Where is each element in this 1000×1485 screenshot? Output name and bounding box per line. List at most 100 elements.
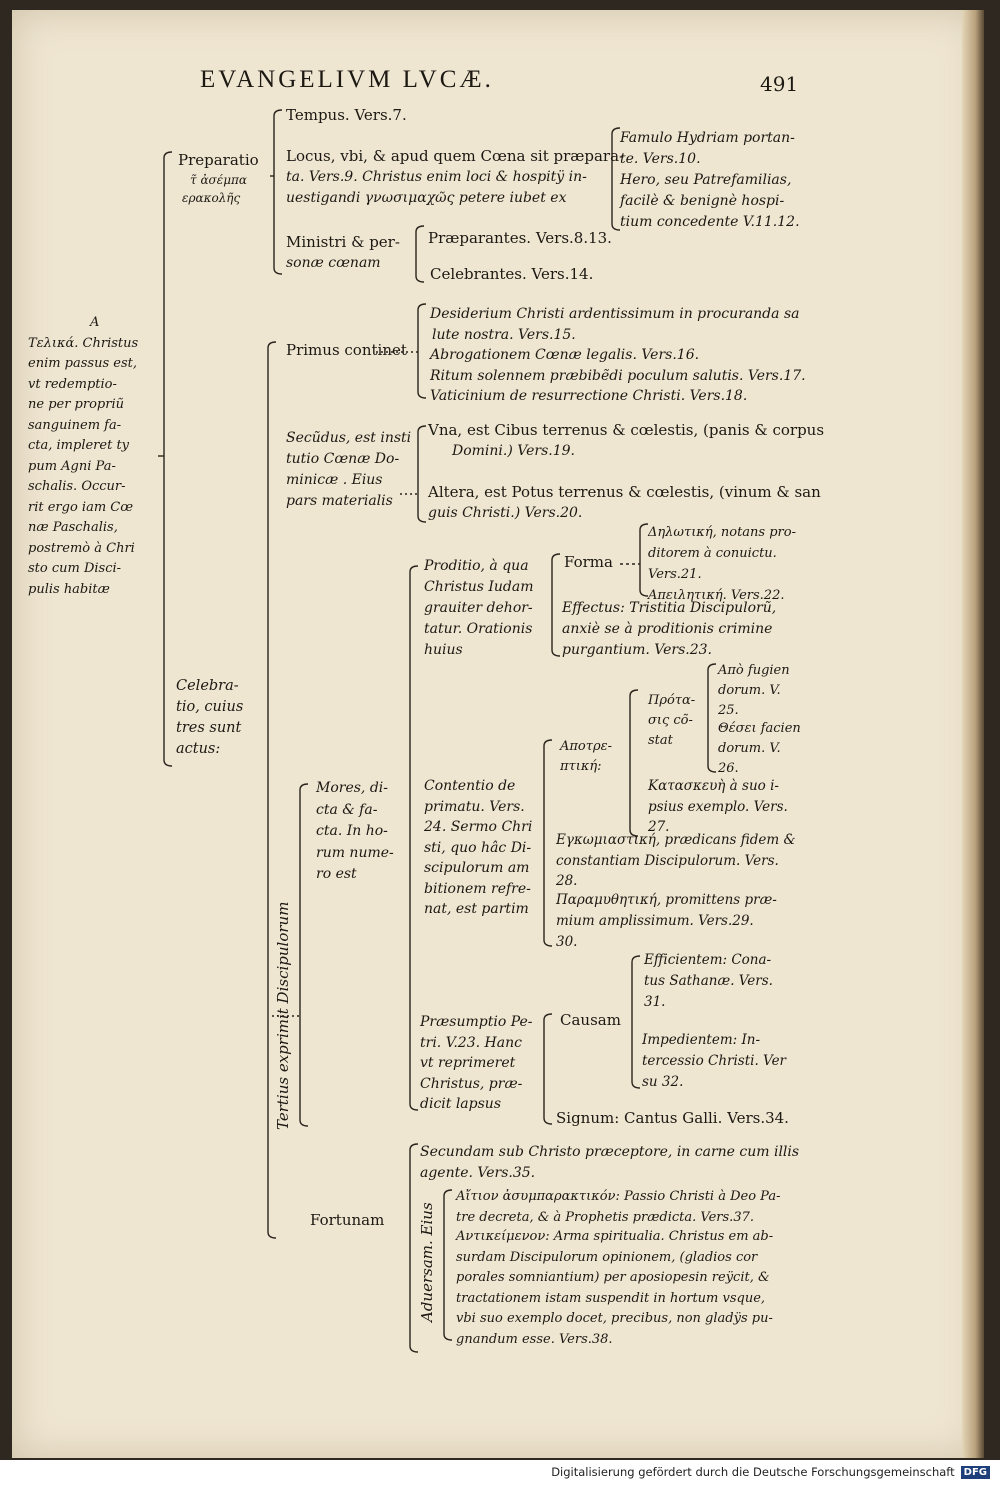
- contentio-line: scipulorum am: [424, 860, 530, 876]
- forma-line: Vers.21.: [648, 567, 702, 582]
- celebratio-line: tio, cuius: [176, 699, 244, 715]
- margin-line: cta, impleret ty: [28, 438, 130, 453]
- contentio-line: sti, quo hâc Di-: [424, 839, 532, 856]
- celebrantes: Celebrantes. Vers.14.: [430, 265, 594, 283]
- margin-line: sto cum Disci-: [28, 561, 122, 576]
- kataskeue-line: 27.: [648, 819, 670, 835]
- enkomiastike-line: Εγκωμιαστική, prædicans fidem &: [556, 832, 796, 848]
- footer-text: Digitalisierung gefördert durch die Deut…: [551, 1465, 955, 1479]
- praesumptio-line: Christus, præ-: [420, 1075, 523, 1092]
- antikeimenon-line: gnandum esse. Vers.38.: [456, 1331, 613, 1347]
- secundus-line: pars materialis: [286, 493, 393, 509]
- proditio-line: Christus Iudam: [424, 579, 534, 595]
- primus-line: Desiderium Christi ardentissimum in proc…: [430, 306, 800, 322]
- apotreptike-line: πτική:: [560, 759, 602, 774]
- praeparantes: Præparantes. Vers.8.13.: [428, 229, 612, 247]
- apo-line: 25.: [718, 703, 739, 718]
- tertius-vertical-label: Tertius exprimit Discipulorum: [274, 901, 292, 1130]
- theo-line: dorum. V.: [718, 741, 781, 756]
- margin-line: A: [90, 315, 100, 330]
- antikeimenon-line: vbi suo exemplo docet, precibus, non gla…: [456, 1311, 773, 1326]
- altera-line-1: Altera, est Potus terrenus & cœlestis, (…: [428, 483, 821, 501]
- paramythetike-line: 30.: [556, 934, 578, 950]
- margin-line: Τελικά. Christus: [28, 335, 139, 351]
- impedientem-line: Impedientem: In-: [642, 1032, 761, 1048]
- fortunam-label: Fortunam: [310, 1211, 385, 1229]
- mores-line: cta & fa-: [316, 801, 378, 818]
- praesumptio-line: Præsumptio Pe-: [420, 1014, 533, 1030]
- enkomiastike-line: 28.: [556, 873, 578, 889]
- causam-label: Causam: [560, 1011, 621, 1029]
- ministri-line-1: Ministri & per-: [286, 233, 400, 251]
- preparatio-label: Preparatio: [178, 151, 259, 169]
- effectus-line: Effectus: Tristitia Discipulorũ,: [562, 600, 777, 616]
- una-line-1: Vna, est Cibus terrenus & cœlestis, (pan…: [428, 421, 825, 439]
- aition-line: tre decreta, & à Prophetis prædicta. Ver…: [456, 1210, 754, 1225]
- margin-line: ne per propriũ: [28, 397, 124, 412]
- contentio-line: Contentio de: [424, 778, 516, 794]
- efficientem-line: tus Sathanæ. Vers.: [644, 973, 773, 989]
- apotreptike-line: Αποτρε-: [560, 739, 612, 754]
- theo-line: 26.: [718, 761, 739, 776]
- proditio-line: huius: [424, 642, 463, 658]
- aduersam-vertical-label: Aduersam. Eius: [418, 1202, 436, 1322]
- primus-line: Ritum solennem præbibẽdi poculum salutis…: [430, 367, 806, 384]
- efficientem-line: 31.: [644, 994, 666, 1010]
- forma-line: ditorem à conuictu.: [648, 546, 777, 561]
- mores-line: ro est: [316, 866, 357, 882]
- praesumptio-line: vt reprimeret: [420, 1055, 516, 1071]
- secundam-line: Secundam sub Christo præceptore, in carn…: [420, 1144, 800, 1160]
- primus-line: lute nostra. Vers.15.: [432, 326, 576, 343]
- efficientem-line: Efficientem: Cona-: [644, 952, 772, 968]
- page-number: 491: [760, 72, 799, 96]
- margin-line: pulis habitæ: [28, 581, 110, 597]
- margin-line: pum Agni Pa-: [28, 458, 116, 474]
- contentio-line: nat, est partim: [424, 901, 529, 917]
- contentio-line: 24. Sermo Chri: [424, 819, 533, 835]
- ministri-line-2: sonæ cœnam: [286, 255, 381, 271]
- margin-line: schalis. Occur-: [28, 479, 126, 494]
- proditio-line: grauiter dehor-: [424, 600, 533, 616]
- celebratio-line: Celebra-: [176, 678, 239, 694]
- margin-line: enim passus est,: [28, 356, 137, 371]
- forma-line: Απειλητική. Vers.22.: [648, 588, 785, 603]
- proditio-line: tatur. Orationis: [424, 621, 533, 637]
- running-title: EVANGELIVM LVCÆ.: [200, 66, 494, 93]
- locus-line-3: uestigandi γνωσιμαχῶς petere iubet ex: [286, 190, 567, 206]
- preparatio-greek-1: τ̃ ἀσέμπα: [190, 173, 247, 187]
- antikeimenon-line: Αντικείμενον: Arma spiritualia. Christus…: [456, 1229, 774, 1244]
- protasis-line: stat: [648, 733, 673, 748]
- preparatio-greek-2: ερακολῆς: [182, 191, 241, 205]
- famulo-line: te. Vers.10.: [620, 151, 701, 167]
- impedientem-line: tercessio Christi. Ver: [642, 1053, 787, 1069]
- paramythetike-line: mium amplissimum. Vers.29.: [556, 913, 754, 929]
- primus-line: Vaticinium de resurrectione Christi. Ver…: [430, 388, 748, 404]
- primus-label: Primus continet: [286, 341, 407, 359]
- mores-line: rum nume-: [316, 844, 394, 861]
- mores-line: Mores, di-: [316, 780, 388, 796]
- margin-line: postremò à Chri: [28, 540, 135, 556]
- secundam-line: agente. Vers.35.: [420, 1165, 536, 1181]
- antikeimenon-line: tractationem istam suspendit in hortum v…: [456, 1290, 766, 1306]
- celebratio-line: actus:: [176, 741, 221, 757]
- page-edge: [962, 10, 984, 1458]
- kataskeue-line: psius exemplo. Vers.: [648, 798, 788, 815]
- margin-line: rit ergo iam Cœ: [28, 499, 134, 515]
- contentio-line: primatu. Vers.: [424, 798, 525, 815]
- tempus: Tempus. Vers.7.: [286, 106, 407, 124]
- effectus-line: purgantium. Vers.23.: [562, 642, 712, 658]
- famulo-line: Famulo Hydriam portan-: [620, 130, 795, 146]
- book-page: [12, 10, 980, 1458]
- contentio-line: bitionem refre-: [424, 880, 531, 897]
- forma-line: Δηλωτική, notans pro-: [648, 525, 796, 540]
- margin-line: næ Paschalis,: [28, 520, 118, 535]
- famulo-line: facilè & benignè hospi-: [620, 193, 785, 209]
- aition-line: Αἴτιον ἀσυμπαρακτικόν: Passio Christi à …: [456, 1189, 781, 1204]
- protasis-line: σις cõ-: [648, 713, 693, 728]
- primus-line: Abrogationem Cœnæ legalis. Vers.16.: [430, 347, 700, 363]
- una-line-2: Domini.) Vers.19.: [452, 443, 575, 459]
- enkomiastike-line: constantiam Discipulorum. Vers.: [556, 852, 779, 869]
- praesumptio-line: dicit lapsus: [420, 1096, 502, 1112]
- signum: Signum: Cantus Galli. Vers.34.: [556, 1109, 789, 1127]
